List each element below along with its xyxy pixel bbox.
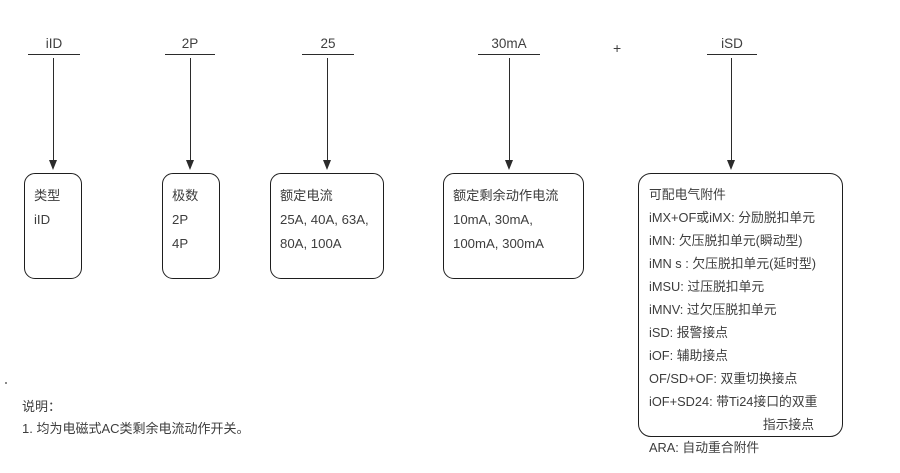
arrow-accessory [727,58,735,170]
header-label-type: iID [28,36,80,55]
header-rule-rated-current [302,54,354,55]
notes-heading: 说明： [22,399,62,414]
header-label-accessory: iSD [707,36,757,55]
box-rated-current-line-0: 额定电流 [280,188,333,203]
header-label-accessory-text: iSD [721,36,743,51]
box-rated-current: 额定电流 25A, 40A, 63A, 80A, 100A [270,173,384,279]
header-label-poles: 2P [165,36,215,55]
header-label-residual-current-text: 30mA [491,36,527,51]
accessory-line-10: 指示接点 [762,417,814,432]
header-label-rated-current: 25 [302,36,354,55]
page-speck [5,382,7,384]
arrow-rated-current [323,58,331,170]
box-residual-current: 额定剩余动作电流 10mA, 30mA, 100mA, 300mA [443,173,584,279]
accessory-line-9: iOF+SD24: 带Ti24接口的双重 [649,394,818,409]
box-poles-line-0: 极数 [172,188,199,203]
arrow-type [49,58,57,170]
box-poles: 极数 2P 4P [162,173,220,279]
plus-separator: + [613,40,622,56]
header-label-rated-current-text: 25 [320,36,336,51]
box-poles-line-1: 2P [172,212,189,227]
accessory-line-7: iOF: 辅助接点 [649,348,728,363]
accessory-line-1: iMX+OF或iMX: 分励脱扣单元 [649,210,816,225]
accessory-line-5: iMNV: 过欠压脱扣单元 [649,302,777,317]
header-rule-residual-current [478,54,540,55]
box-electrical-accessories: 可配电气附件 iMX+OF或iMX: 分励脱扣单元 iMN: 欠压脱扣单元(瞬动… [638,173,843,455]
box-residual-current-line-2: 100mA, 300mA [453,236,544,251]
accessory-line-0: 可配电气附件 [649,187,726,202]
box-residual-current-line-1: 10mA, 30mA, [453,212,533,227]
box-residual-current-line-0: 额定剩余动作电流 [453,188,559,203]
box-poles-line-2: 4P [172,236,189,251]
accessory-line-3: iMN s : 欠压脱扣单元(延时型) [649,256,817,271]
accessory-line-11: ARA: 自动重合附件 [649,440,760,455]
header-label-poles-text: 2P [181,36,199,51]
box-type-line-1: iID [34,212,51,227]
header-label-residual-current: 30mA [478,36,540,55]
box-type: 类型 iID [24,173,82,279]
accessory-line-6: iSD: 报警接点 [649,325,728,340]
accessory-line-4: iMSU: 过压脱扣单元 [649,279,765,294]
header-rule-accessory [707,54,757,55]
header-rule-poles [165,54,215,55]
header-rule-type [28,54,80,55]
box-rated-current-line-2: 80A, 100A [280,236,342,251]
notes-item-1: 1. 均为电磁式AC类剩余电流动作开关。 [22,421,250,436]
box-type-line-0: 类型 [34,188,61,203]
accessory-line-8: OF/SD+OF: 双重切换接点 [649,371,798,386]
accessory-line-2: iMN: 欠压脱扣单元(瞬动型) [649,233,803,248]
notes-block: 说明： 1. 均为电磁式AC类剩余电流动作开关。 [22,396,250,440]
header-label-type-text: iID [45,36,63,51]
box-rated-current-line-1: 25A, 40A, 63A, [280,212,369,227]
arrow-residual-current [505,58,513,170]
arrow-poles [186,58,194,170]
